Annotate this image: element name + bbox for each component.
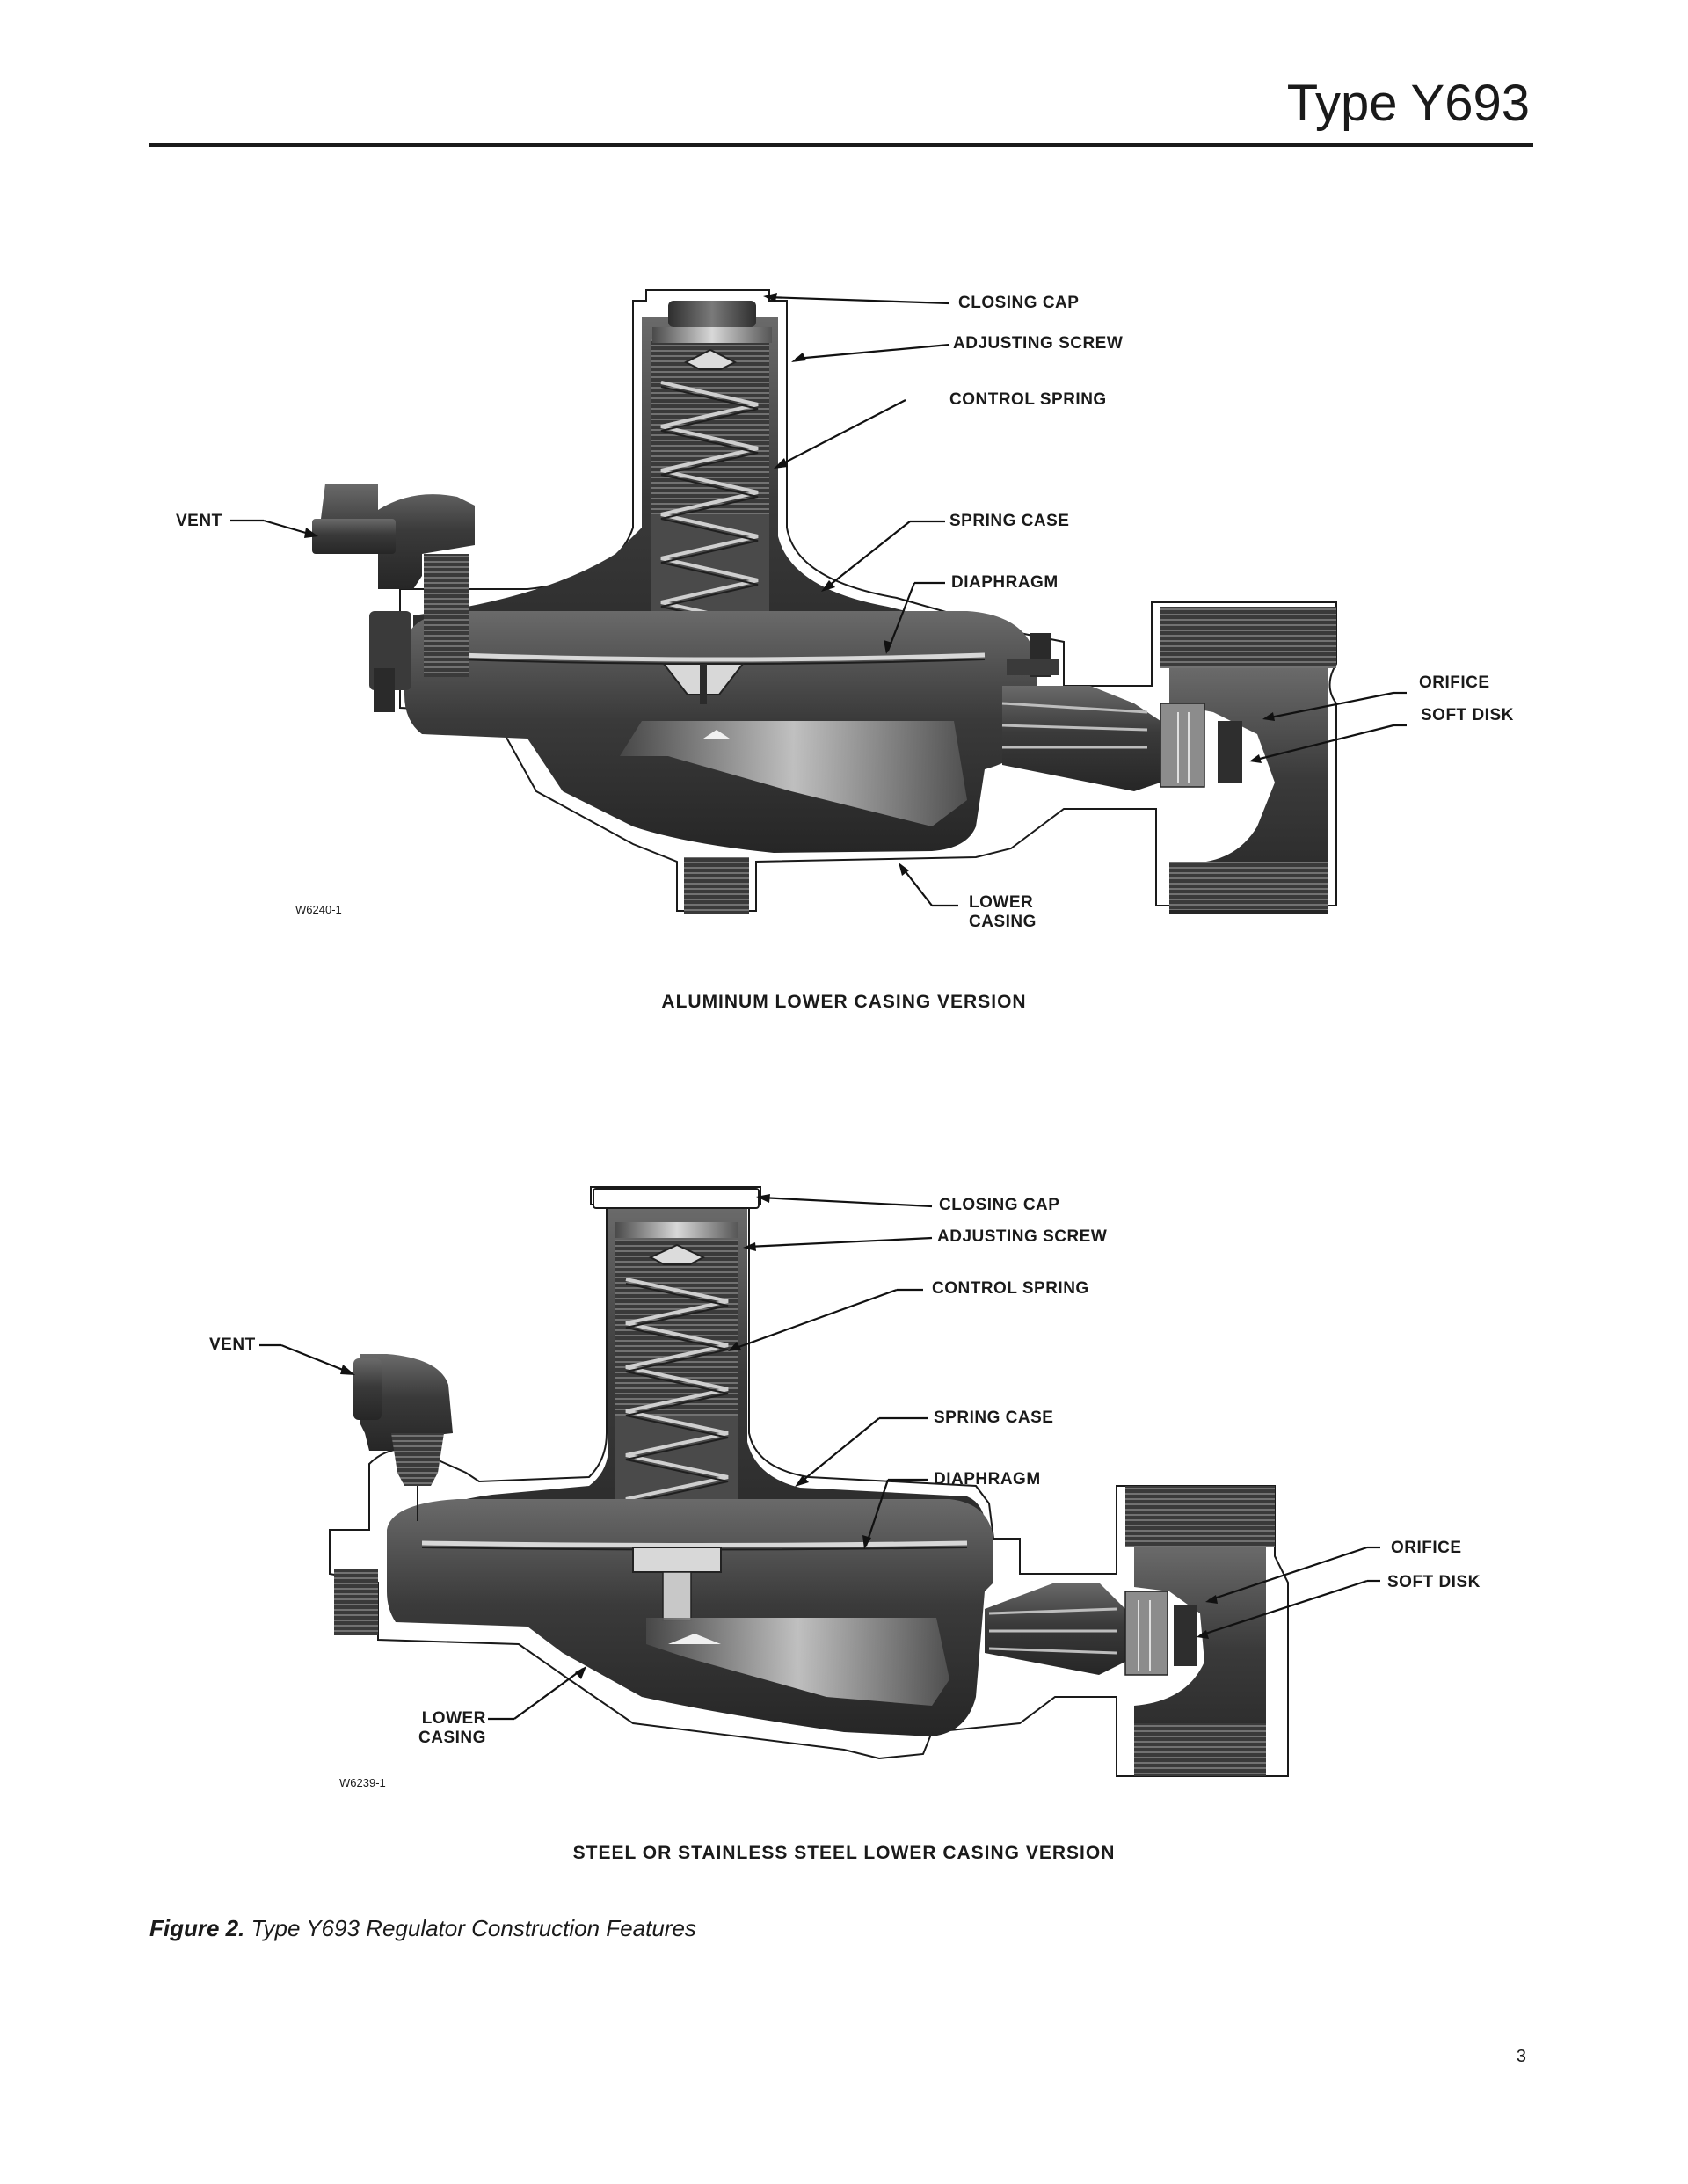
page-number: 3 xyxy=(1516,2047,1526,2066)
figure-caption: Figure 2. Type Y693 Regulator Constructi… xyxy=(149,1915,696,1942)
callout-orifice-bottom: ORIFICE xyxy=(1391,1539,1462,1557)
callout-control-spring-bottom: CONTROL SPRING xyxy=(932,1279,1089,1298)
callout-adjusting-screw-top: ADJUSTING SCREW xyxy=(953,334,1124,353)
regulator-cutaway-aluminum xyxy=(230,289,1407,914)
callout-closing-cap-bottom: CLOSING CAP xyxy=(939,1196,1060,1214)
callout-soft-disk-top: SOFT DISK xyxy=(1421,706,1514,724)
callout-diaphragm-top: DIAPHRAGM xyxy=(951,573,1059,592)
regulator-cutaway-steel xyxy=(259,1186,1380,1777)
callout-spring-case-bottom: SPRING CASE xyxy=(934,1409,1054,1427)
callout-vent-top: VENT xyxy=(176,512,222,530)
callout-soft-disk-bottom: SOFT DISK xyxy=(1387,1573,1481,1591)
callout-control-spring-top: CONTROL SPRING xyxy=(950,390,1107,409)
callout-diaphragm-bottom: DIAPHRAGM xyxy=(934,1470,1041,1489)
header-rule xyxy=(149,143,1533,147)
callout-lower-casing-top: LOWER CASING xyxy=(969,893,1037,931)
callout-lower-casing-bottom: LOWER CASING xyxy=(418,1709,486,1747)
callout-orifice-top: ORIFICE xyxy=(1419,673,1490,692)
drawing-code-top: W6240-1 xyxy=(295,903,342,916)
callout-spring-case-top: SPRING CASE xyxy=(950,512,1070,530)
callout-adjusting-screw-bottom: ADJUSTING SCREW xyxy=(937,1227,1108,1246)
version-label-top: ALUMINUM LOWER CASING VERSION xyxy=(661,992,1027,1012)
drawing-code-bottom: W6239-1 xyxy=(339,1776,386,1789)
version-label-bottom: STEEL OR STAINLESS STEEL LOWER CASING VE… xyxy=(572,1843,1116,1863)
callout-vent-bottom: VENT xyxy=(209,1336,256,1354)
figure-caption-text: Type Y693 Regulator Construction Feature… xyxy=(251,1915,696,1941)
figure-caption-label: Figure 2. xyxy=(149,1915,245,1941)
callout-closing-cap-top: CLOSING CAP xyxy=(958,294,1080,312)
document-title: Type Y693 xyxy=(1286,75,1530,132)
